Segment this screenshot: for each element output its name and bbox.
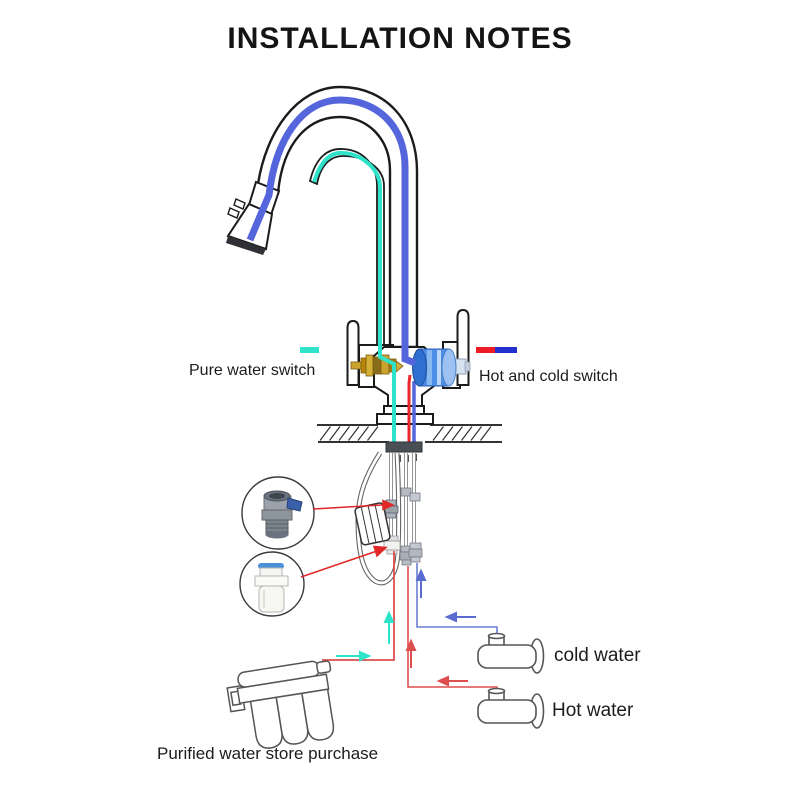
pure-water-swatch [300, 347, 319, 353]
water-filter-system [226, 660, 335, 749]
hot-water-valve [477, 687, 545, 729]
spray-head-button [227, 207, 240, 219]
page-title: INSTALLATION NOTES [227, 22, 573, 55]
hot-water-swatch [476, 347, 495, 353]
faucet-base-flange [376, 413, 434, 425]
countertop [317, 424, 502, 443]
filter-cartridge [301, 688, 335, 741]
purified-water-label: Purified water store purchase [157, 744, 379, 763]
plastic-quick-connector-icon [254, 563, 289, 613]
hot-tube [407, 374, 412, 452]
cold-flow-arrows [415, 568, 476, 623]
pure-hose-quick-connector [383, 535, 401, 555]
pure-flow-arrows [336, 610, 395, 662]
callout-quick-connector [239, 551, 305, 617]
spray-head-face [226, 236, 266, 255]
cold-water-valve [477, 632, 545, 674]
mixer-cartridge [412, 348, 471, 387]
hot-flow-arrows [405, 638, 468, 687]
faucet-gooseneck-spout [256, 85, 419, 349]
cold-water-swatch [495, 347, 517, 353]
callout-pointers [300, 499, 395, 578]
callout-metal-adapter [241, 476, 315, 550]
pure-water-spout [308, 148, 385, 348]
hot-and-cold-switch-label: Hot and cold switch [479, 368, 618, 385]
metal-adapter-connector-icon [261, 490, 303, 539]
hot-water-label: Hot water [552, 700, 634, 721]
pure-water-handle [346, 319, 360, 386]
mixed-water-tube [246, 96, 417, 367]
spray-head-button [233, 198, 246, 210]
cold-water-supply-line [416, 563, 498, 640]
pure-water-switch-label: Pure water switch [189, 362, 316, 379]
pure-water-supply-line [322, 551, 395, 661]
cold-water-label: cold water [554, 645, 641, 666]
countertop-hatching [319, 426, 492, 441]
pure-water-tube [312, 150, 396, 452]
pullout-hose-loop [355, 451, 402, 586]
hose-fittings [399, 487, 423, 566]
